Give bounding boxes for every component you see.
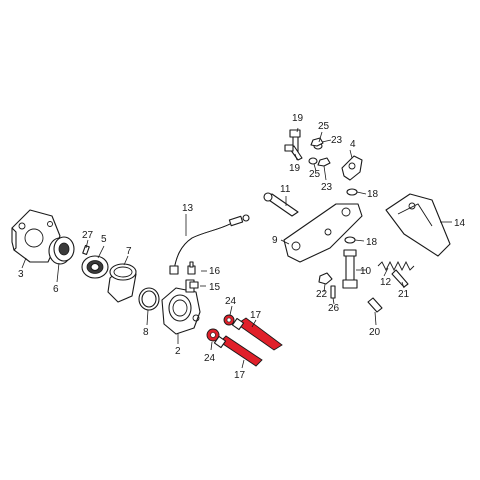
callout-23-upper: 23 — [331, 135, 343, 146]
callout-25-upper: 25 — [318, 121, 330, 132]
callout-2: 2 — [175, 346, 181, 357]
part-20-stud — [367, 297, 383, 313]
callout-7: 7 — [126, 246, 132, 257]
part-11-bolt — [263, 192, 299, 217]
part-10-rod — [342, 249, 358, 289]
callout-12: 12 — [380, 277, 392, 288]
callout-24-upper: 24 — [225, 296, 237, 307]
callout-20: 20 — [369, 327, 381, 338]
part-24-washer-lower — [206, 328, 220, 342]
callout-11: 11 — [280, 184, 291, 195]
callout-22: 22 — [316, 289, 328, 300]
part-5-seal — [81, 255, 109, 279]
part-26-pin — [330, 285, 336, 299]
part-17-bolt-upper — [231, 317, 283, 351]
callout-25-lower: 25 — [309, 169, 321, 180]
callout-17-lower: 17 — [234, 370, 246, 381]
part-24-washer-upper — [223, 314, 235, 326]
callout-8: 8 — [143, 327, 149, 338]
part-15-cap — [189, 281, 199, 289]
callout-18-upper: 18 — [367, 189, 379, 200]
part-21-bolt — [391, 269, 409, 288]
callout-19-upper: 19 — [292, 113, 304, 124]
part-18-clip-lower — [344, 236, 356, 244]
part-17-bolt-lower — [213, 335, 263, 367]
callout-13: 13 — [182, 203, 194, 214]
callout-14: 14 — [454, 218, 466, 229]
callout-labels: 19 25 23 4 19 25 23 18 11 13 14 9 18 27 … — [18, 113, 466, 381]
part-18-clip-upper — [346, 188, 358, 196]
callout-9: 9 — [272, 235, 278, 246]
callout-10: 10 — [360, 266, 372, 277]
callout-6: 6 — [53, 284, 59, 295]
callout-19-lower: 19 — [289, 163, 301, 174]
part-13-brake-hose — [169, 214, 250, 275]
callout-15: 15 — [209, 282, 221, 293]
part-27-pin — [82, 245, 90, 255]
part-22-nut — [318, 272, 333, 285]
part-12-spring — [377, 260, 415, 272]
callout-23-lower: 23 — [321, 182, 333, 193]
part-4-bracket — [341, 155, 363, 181]
callout-4: 4 — [350, 139, 356, 150]
callout-24-lower: 24 — [204, 353, 216, 364]
part-9-plate — [283, 203, 363, 263]
part-6-boot — [48, 236, 75, 265]
callout-26: 26 — [328, 303, 340, 314]
part-8-ring — [138, 287, 160, 311]
part-7-piston — [107, 263, 137, 303]
callout-18-lower: 18 — [366, 237, 378, 248]
leader-lines — [21, 127, 452, 369]
callout-16: 16 — [209, 266, 221, 277]
callout-27: 27 — [82, 230, 94, 241]
callout-21: 21 — [398, 289, 410, 300]
callout-3: 3 — [18, 269, 24, 280]
part-14-cover — [385, 193, 451, 257]
part-16-bleeder-screw — [187, 261, 196, 275]
callout-5: 5 — [101, 234, 107, 245]
callout-17-upper: 17 — [250, 310, 262, 321]
part-19-bolt-lower — [284, 144, 303, 161]
